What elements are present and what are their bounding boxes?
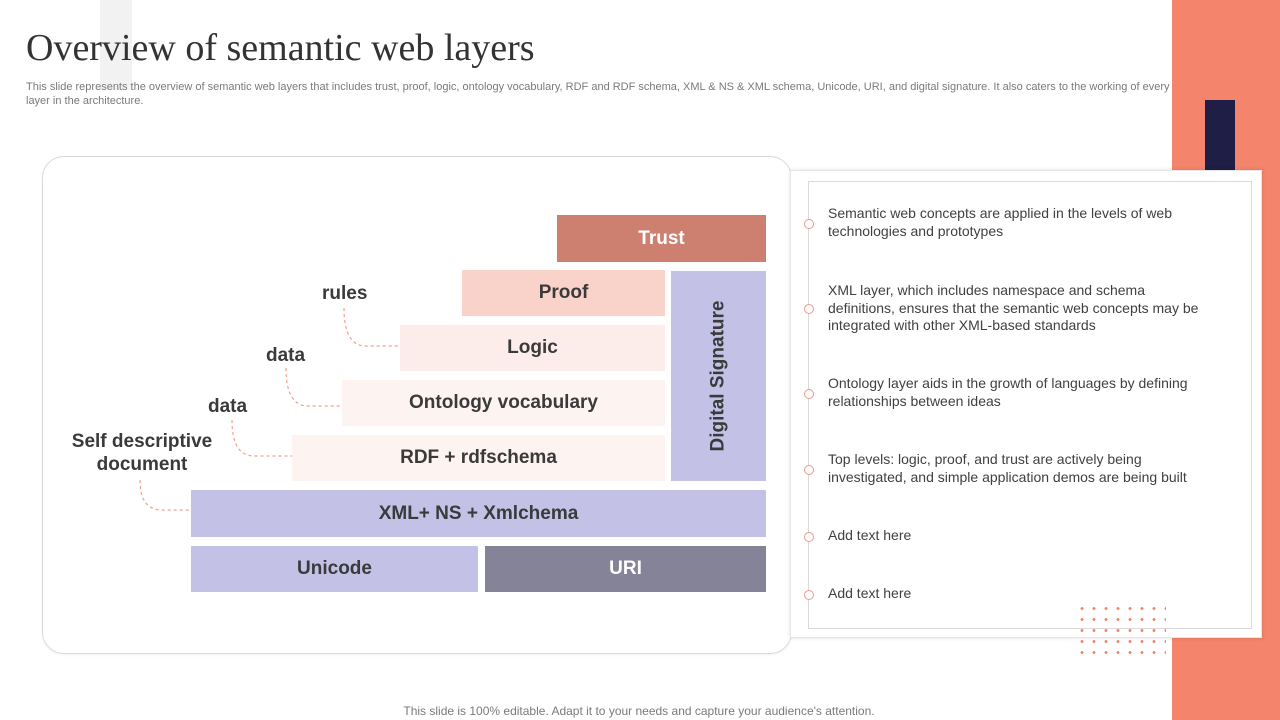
label-data-upper: data <box>266 345 306 366</box>
dot-grid-decoration <box>1076 603 1166 661</box>
note-item: Semantic web concepts are applied in the… <box>828 205 1172 239</box>
page-subtitle: This slide represents the overview of se… <box>26 81 1170 107</box>
bullet-dot <box>804 389 814 399</box>
note-item: Ontology layer aids in the growth of lan… <box>828 375 1188 409</box>
bullet-dot <box>804 532 814 542</box>
layer-proof: Proof <box>462 270 665 316</box>
note-item: XML layer, which includes namespace and … <box>828 282 1199 333</box>
layer-digital-signature: Digital Signature <box>671 271 766 481</box>
label-data-lower: data <box>208 396 248 417</box>
note-item: Add text here <box>828 585 912 601</box>
note-item: Top levels: logic, proof, and trust are … <box>828 451 1187 485</box>
digital-signature-label: Digital Signature <box>707 300 729 452</box>
bullet-dot <box>804 304 814 314</box>
layer-logic: Logic <box>400 325 665 371</box>
layer-unicode: Unicode <box>191 546 478 592</box>
layer-ontology-vocabulary: Ontology vocabulary <box>342 380 665 426</box>
bullet-dot <box>804 590 814 600</box>
corner-decoration <box>0 0 132 90</box>
label-self-descriptive-document: Self descriptive document <box>71 431 213 475</box>
bullet-dot <box>804 219 814 229</box>
footer-note: This slide is 100% editable. Adapt it to… <box>403 704 875 718</box>
bullet-dot <box>804 465 814 475</box>
layer-trust: Trust <box>557 215 766 262</box>
notes-panel-inner-frame <box>808 181 1252 629</box>
layer-xml-ns-schema: XML+ NS + Xmlchema <box>191 490 766 537</box>
note-item: Add text here <box>828 527 912 543</box>
page-title: Overview of semantic web layers <box>26 27 535 69</box>
label-rules: rules <box>322 283 368 304</box>
notes-panel <box>790 170 1262 638</box>
layer-uri: URI <box>485 546 766 592</box>
layer-rdf-schema: RDF + rdfschema <box>292 435 665 481</box>
